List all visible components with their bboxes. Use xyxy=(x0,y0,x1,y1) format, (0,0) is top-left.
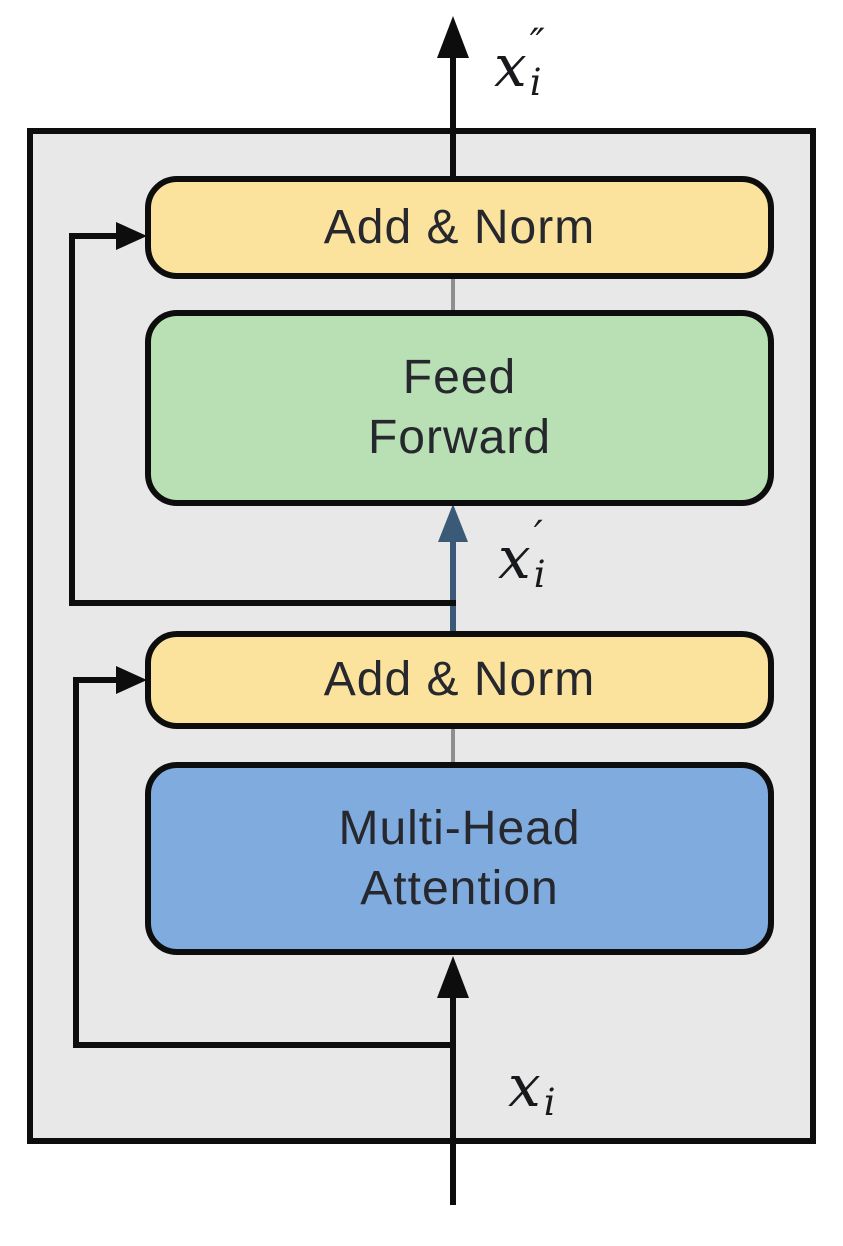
output-label-prime: ″ xyxy=(529,21,545,67)
residual-bottom-arrowhead-right-icon xyxy=(116,666,147,694)
residual-top-arrowhead-right-icon xyxy=(116,222,147,250)
residual-top-entry-line xyxy=(69,233,119,239)
intermediate-label-prime: ′ xyxy=(533,513,543,559)
input-label-subscript: i xyxy=(543,1081,556,1124)
intermediate-label-subscript: i xyxy=(533,553,546,596)
block-add-norm-top-label: Add & Norm xyxy=(323,200,596,254)
block-feed-forward: Feed Forward xyxy=(145,310,774,506)
block-feed-forward-line1: Feed xyxy=(402,351,517,404)
residual-bottom-vertical-line xyxy=(73,677,79,1048)
block-feed-forward-line2: Forward xyxy=(367,411,552,464)
feed-forward-input-arrow-line xyxy=(450,538,456,632)
connector-addnorm-attention xyxy=(451,729,455,763)
residual-top-vertical-line xyxy=(69,233,75,606)
intermediate-label-base: x xyxy=(498,523,531,592)
block-add-norm-top: Add & Norm xyxy=(145,176,774,279)
output-label-subscript: i xyxy=(529,61,542,104)
block-multi-head-attention-line2: Attention xyxy=(360,861,559,915)
output-arrowhead-up-icon xyxy=(437,16,469,58)
output-label-scripts: ″i xyxy=(530,24,545,101)
input-arrowhead-up-icon xyxy=(437,956,469,998)
output-arrow-line xyxy=(450,52,456,179)
connector-addnorm-feedforward xyxy=(451,279,455,311)
input-label-base: x xyxy=(508,1051,541,1120)
residual-bottom-entry-line xyxy=(73,677,119,683)
residual-bottom-branch-line xyxy=(73,1042,456,1048)
feed-forward-arrowhead-up-icon xyxy=(438,504,468,542)
block-add-norm-bottom: Add & Norm xyxy=(145,631,774,729)
block-add-norm-bottom-label: Add & Norm xyxy=(323,653,596,706)
output-label-base: x xyxy=(494,31,527,100)
residual-top-branch-line xyxy=(69,600,456,606)
block-multi-head-attention-line1: Multi-Head xyxy=(338,801,581,855)
block-multi-head-attention: Multi-Head Attention xyxy=(145,762,774,955)
intermediate-label-scripts: ′i xyxy=(534,516,546,593)
output-label: x″i xyxy=(494,24,545,101)
input-arrow-line xyxy=(450,992,456,1205)
intermediate-label: x′i xyxy=(498,516,546,593)
input-label-scripts: i xyxy=(544,1044,556,1121)
